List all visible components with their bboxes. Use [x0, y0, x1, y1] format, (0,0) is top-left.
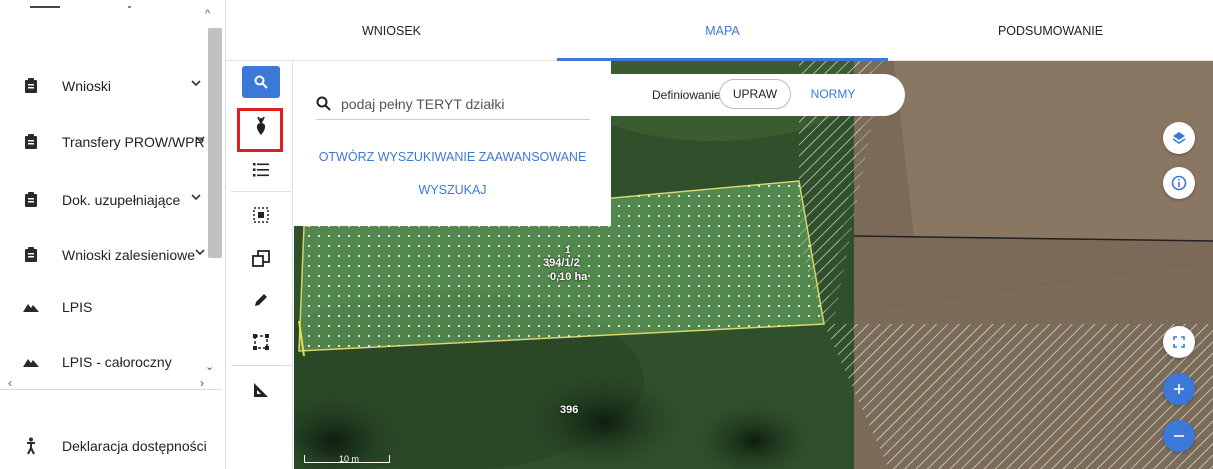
- chevron-down-icon: [191, 80, 201, 87]
- zoom-in-button[interactable]: [1163, 373, 1195, 405]
- copy-icon: [252, 250, 270, 267]
- chevron-down-icon: [195, 136, 205, 143]
- measure-tool-button[interactable]: [242, 373, 280, 407]
- scroll-left-arrow[interactable]: ‹: [8, 376, 12, 390]
- chevron-down-icon: [195, 249, 205, 256]
- sidebar-footer-label: Deklaracja dostępności: [62, 438, 207, 454]
- sidebar: ^ ⌄ Wnioski Transfery PROW/WPR Dok. uzup…: [0, 0, 226, 469]
- advanced-search-link[interactable]: OTWÓRZ WYSZUKIWANIE ZAAWANSOWANE: [318, 150, 587, 164]
- sidebar-item-label: Wnioski zalesieniowe: [62, 247, 196, 263]
- parcel-number-label: 394/1/2: [543, 257, 580, 269]
- plus-icon: [1174, 384, 1184, 394]
- crop-tool-button[interactable]: [242, 109, 280, 143]
- highlight-box: [237, 108, 283, 152]
- parcel-id-label: 1: [565, 245, 571, 256]
- list-icon: [253, 163, 269, 177]
- sidebar-item-transfery[interactable]: Transfery PROW/WPR: [0, 124, 222, 160]
- scroll-right-arrow[interactable]: ›: [200, 376, 204, 390]
- map-imagery: [294, 61, 1213, 469]
- fullscreen-button[interactable]: [1163, 326, 1195, 358]
- select-area-icon: [253, 207, 269, 223]
- neighbor-parcel-label: 396: [560, 404, 579, 416]
- info-button[interactable]: [1163, 167, 1195, 199]
- mountain-icon: [0, 357, 62, 367]
- sidebar-item-dok-uzupelniajace[interactable]: Dok. uzupełniające: [0, 182, 222, 218]
- clipboard-icon: [0, 134, 62, 150]
- parcel-area-label: 0,10 ha: [550, 271, 588, 283]
- draw-rectangle-tool-button[interactable]: [242, 325, 280, 359]
- scroll-down-arrow[interactable]: ⌄: [205, 361, 215, 373]
- ruler-triangle-icon: [254, 383, 268, 397]
- tab-wniosek[interactable]: WNIOSEK: [361, 23, 422, 38]
- clipboard-icon: [0, 78, 62, 94]
- define-normy-option[interactable]: NORMY: [810, 87, 856, 101]
- sidebar-item-wnioski[interactable]: Wnioski: [0, 68, 222, 104]
- info-icon: [1171, 175, 1187, 191]
- top-tabs: WNIOSEK MAPA PODSUMOWANIE: [226, 0, 1213, 61]
- minus-icon: [1174, 435, 1184, 437]
- sidebar-item-lpis[interactable]: LPIS: [0, 289, 222, 325]
- search-tool-button[interactable]: [242, 66, 280, 98]
- sidebar-item-deklaracja-dostepnosci[interactable]: Deklaracja dostępności: [0, 428, 222, 464]
- sidebar-item-lpis-caloroczny[interactable]: LPIS - całoroczny: [0, 344, 222, 380]
- fullscreen-icon: [1173, 336, 1185, 348]
- define-mode-label: Definiowanie: [652, 88, 721, 102]
- scroll-up-arrow[interactable]: ^: [205, 8, 211, 20]
- zoom-out-button[interactable]: [1163, 420, 1195, 452]
- sidebar-top-mark: [128, 6, 131, 8]
- toolbar-divider: [231, 191, 291, 192]
- tab-mapa[interactable]: MAPA: [705, 23, 740, 38]
- scale-label: 10 m: [339, 454, 360, 464]
- search-icon: [254, 75, 268, 89]
- layers-icon: [1172, 132, 1186, 144]
- clipboard-icon: [0, 192, 62, 208]
- pencil-icon: [255, 294, 267, 306]
- chevron-down-icon: [191, 194, 201, 201]
- accessibility-icon: [0, 437, 62, 455]
- draw-rectangle-icon: [253, 334, 269, 350]
- map-view[interactable]: [294, 61, 1213, 469]
- list-tool-button[interactable]: [242, 153, 280, 187]
- sidebar-item-wnioski-zalesieniowe[interactable]: Wnioski zalesieniowe: [0, 237, 222, 273]
- layers-button[interactable]: [1163, 122, 1195, 154]
- search-field: [316, 88, 590, 120]
- clipboard-icon: [0, 247, 62, 263]
- teryt-search-input[interactable]: [341, 95, 581, 112]
- search-panel: [294, 61, 611, 226]
- sidebar-item-label: LPIS - całoroczny: [62, 354, 172, 370]
- sidebar-top-divider: [30, 6, 60, 8]
- scrollbar-thumb[interactable]: [208, 28, 222, 258]
- toolbar-divider: [231, 365, 291, 366]
- mountain-icon: [0, 302, 62, 312]
- active-tab-indicator: [557, 58, 888, 61]
- search-button[interactable]: WYSZUKAJ: [418, 183, 487, 197]
- search-icon: [316, 96, 331, 111]
- beet-icon: [256, 116, 266, 135]
- edit-tool-button[interactable]: [242, 283, 280, 317]
- sidebar-item-label: Wnioski: [62, 78, 112, 94]
- define-upraw-option[interactable]: UPRAW: [719, 79, 791, 109]
- tab-podsumowanie[interactable]: PODSUMOWANIE: [997, 23, 1104, 38]
- sidebar-item-label: LPIS: [62, 299, 93, 315]
- sidebar-item-label: Dok. uzupełniające: [62, 192, 181, 208]
- select-area-tool-button[interactable]: [242, 198, 280, 232]
- scale-bar: [304, 455, 390, 463]
- copy-tool-button[interactable]: [242, 242, 280, 276]
- horizontal-scrollbar[interactable]: [0, 389, 222, 390]
- sidebar-item-label: Transfery PROW/WPR: [62, 134, 205, 150]
